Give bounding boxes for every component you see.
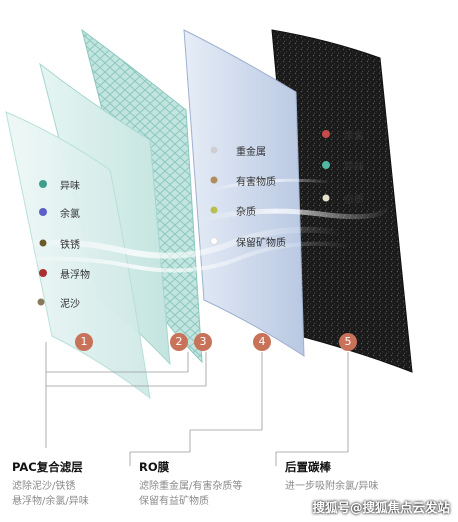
item-label: 有害物质 bbox=[236, 177, 276, 188]
layer-desc: 保留有益矿物质 bbox=[139, 496, 209, 507]
mineral-dot-icon bbox=[210, 237, 218, 245]
harmful-dot-icon bbox=[210, 176, 218, 184]
item-label: 重金属 bbox=[236, 147, 266, 158]
item-label: 异味 bbox=[60, 181, 80, 192]
layer-number-badge: 1 bbox=[75, 333, 93, 351]
layer5-item-icons bbox=[322, 130, 330, 202]
odor2-dot-icon bbox=[322, 161, 330, 169]
layer1-item-icons bbox=[37, 180, 47, 306]
connector-lines bbox=[45, 342, 349, 466]
chlorine-dot-icon bbox=[39, 208, 47, 216]
item-label: 铁锈 bbox=[60, 240, 80, 251]
layer-number-badge: 2 bbox=[170, 333, 188, 351]
ro-membrane-layer bbox=[183, 29, 305, 357]
layer3-item-icons bbox=[210, 146, 218, 245]
layer-title: 后置碳棒 bbox=[285, 460, 331, 474]
layer-desc: 悬浮物/余氯/异味 bbox=[12, 496, 89, 507]
rust-dot-icon bbox=[39, 239, 47, 247]
item-label: 保留矿物质 bbox=[236, 238, 286, 249]
layer-desc: 进一步吸附余氯/异味 bbox=[285, 481, 379, 492]
item-label: 余氯 bbox=[344, 131, 364, 142]
water-stream bbox=[0, 178, 393, 273]
item-label: 泥沙 bbox=[60, 299, 80, 310]
layer-desc: 滤除泥沙/铁锈 bbox=[12, 481, 76, 492]
layer-desc: 滤除重金属/有害杂质等 bbox=[139, 481, 243, 492]
chlorine2-dot-icon bbox=[322, 130, 330, 138]
carbon-layer bbox=[271, 29, 413, 373]
odor-dot-icon bbox=[39, 180, 47, 188]
item-label: 杂质 bbox=[236, 207, 256, 218]
suspended-dot-icon bbox=[39, 269, 47, 277]
impurity2-dot-icon bbox=[322, 194, 330, 202]
item-label: 悬浮物 bbox=[60, 270, 90, 281]
item-label: 余氯 bbox=[60, 209, 80, 220]
layer-number-badge: 4 bbox=[253, 333, 271, 351]
item-label: 异味 bbox=[344, 162, 364, 173]
layer-title: PAC复合滤层 bbox=[12, 460, 83, 474]
watermark: 搜狐号@搜狐焦点云发站 bbox=[312, 500, 450, 515]
layer-title: RO膜 bbox=[139, 460, 170, 474]
sand-dot-icon bbox=[37, 298, 45, 306]
metal-dot-icon bbox=[210, 146, 218, 154]
item-label: 杂质 bbox=[344, 195, 364, 206]
layer-number-badge: 3 bbox=[194, 333, 212, 351]
impurity-dot-icon bbox=[210, 206, 218, 214]
layer-number-badge: 5 bbox=[339, 333, 357, 351]
